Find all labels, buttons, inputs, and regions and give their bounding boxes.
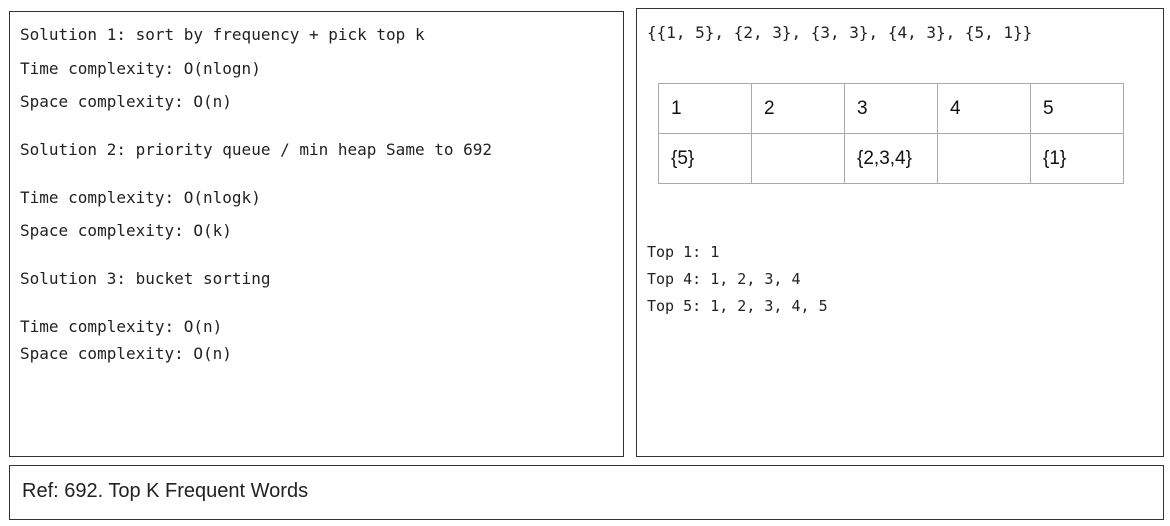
bucket-header-cell: 4	[937, 83, 1031, 134]
bucket-header-cell: 2	[751, 83, 845, 134]
bucket-value-cell	[937, 133, 1031, 184]
bucket-value-cell: {1}	[1030, 133, 1124, 184]
top-4-line: Top 4: 1, 2, 3, 4	[647, 270, 801, 288]
solution-1-space: Space complexity: O(n)	[20, 92, 232, 111]
bucket-header-cell: 1	[658, 83, 752, 134]
bucket-header-cell: 5	[1030, 83, 1124, 134]
bucket-header-cell: 3	[844, 83, 938, 134]
bucket-table: 1 2 3 4 5 {5} {2,3,4} {1}	[658, 83, 1124, 184]
solution-2-time: Time complexity: O(nlogk)	[20, 188, 261, 207]
reference-text: Ref: 692. Top K Frequent Words	[22, 480, 309, 502]
solution-3-title: Solution 3: bucket sorting	[20, 269, 271, 288]
top-1-line: Top 1: 1	[647, 243, 720, 261]
solution-3-time: Time complexity: O(n)	[20, 317, 223, 336]
bucket-value-cell: {2,3,4}	[844, 133, 938, 184]
solution-2-space: Space complexity: O(k)	[20, 221, 232, 240]
frequency-pairs: {{1, 5}, {2, 3}, {3, 3}, {4, 3}, {5, 1}}	[647, 23, 1033, 42]
solution-1-time: Time complexity: O(nlogn)	[20, 59, 261, 78]
bucket-header-row: 1 2 3 4 5	[658, 83, 1124, 134]
reference-panel: Ref: 692. Top K Frequent Words	[9, 465, 1164, 520]
solution-1-title: Solution 1: sort by frequency + pick top…	[20, 25, 425, 44]
solutions-panel: Solution 1: sort by frequency + pick top…	[9, 11, 624, 457]
top-5-line: Top 5: 1, 2, 3, 4, 5	[647, 297, 828, 315]
solution-3-space: Space complexity: O(n)	[20, 344, 232, 363]
bucket-example-panel: {{1, 5}, {2, 3}, {3, 3}, {4, 3}, {5, 1}}…	[636, 8, 1164, 457]
solution-2-title: Solution 2: priority queue / min heap Sa…	[20, 140, 493, 159]
bucket-value-cell: {5}	[658, 133, 752, 184]
bucket-value-cell	[751, 133, 845, 184]
bucket-value-row: {5} {2,3,4} {1}	[658, 133, 1124, 184]
